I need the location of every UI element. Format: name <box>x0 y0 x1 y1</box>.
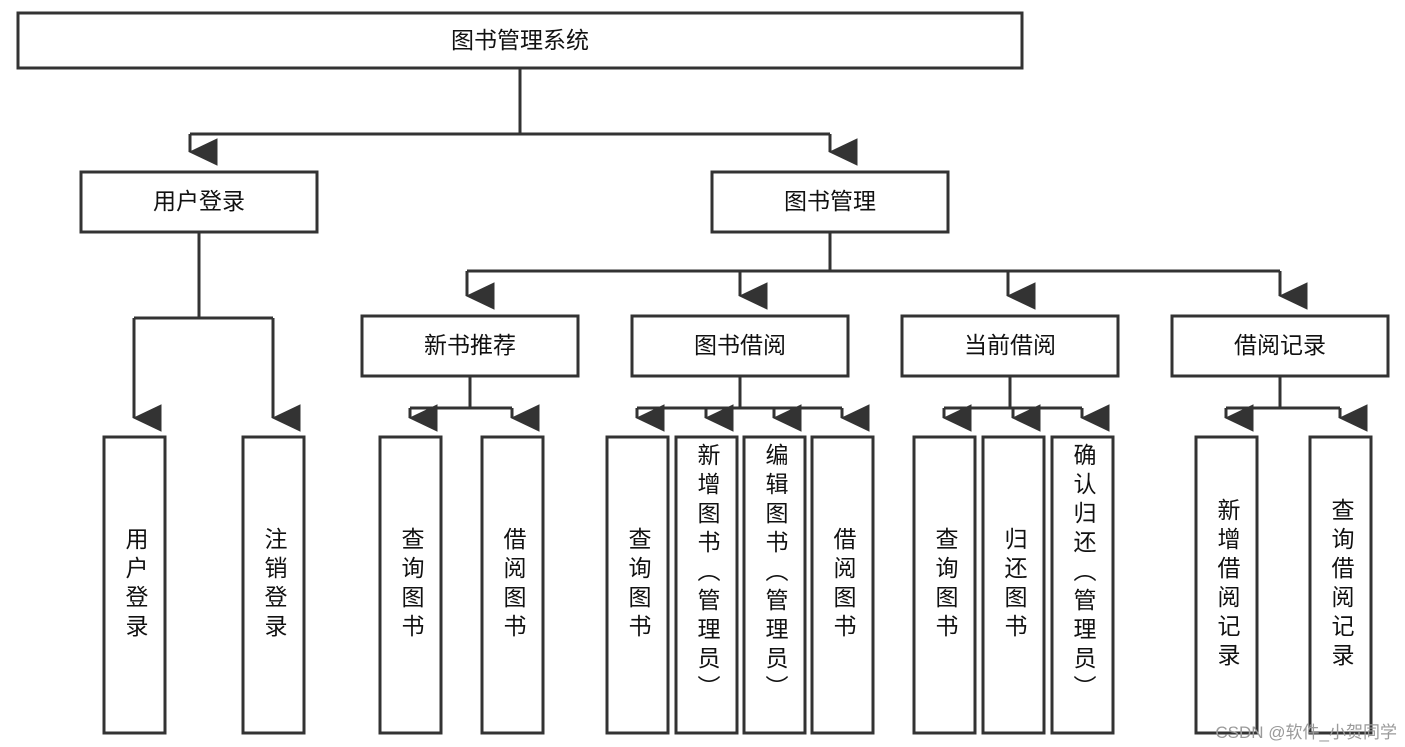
leaf-label-wrap: 注销登录 <box>261 527 287 643</box>
leaf-box[interactable] <box>674 435 739 735</box>
leaf-node[interactable]: 查询借阅记录 <box>1308 435 1373 735</box>
root-box[interactable] <box>16 11 1024 70</box>
leaf-node[interactable]: 新增借阅记录 <box>1194 435 1259 735</box>
current-borrow-box[interactable] <box>900 314 1120 378</box>
leaf-box[interactable] <box>480 435 545 735</box>
node-root[interactable]: 图书管理系统 <box>16 11 1024 70</box>
book-borrow-box[interactable] <box>630 314 850 378</box>
new-book-recommend-box[interactable] <box>360 314 580 378</box>
leaf-node[interactable]: 注销登录 <box>241 435 306 735</box>
leaf-label: 新增图书（管理员） <box>694 443 720 704</box>
leaf-node[interactable]: 借阅图书 <box>480 435 545 735</box>
connector-current-borrow-bus <box>944 377 1082 410</box>
node-book-manage[interactable]: 图书管理 <box>710 170 950 234</box>
leaf-box[interactable] <box>742 435 807 735</box>
leaf-label-wrap: 借阅图书 <box>500 527 526 643</box>
leaf-label-wrap: 借阅图书 <box>830 527 856 643</box>
node-book-borrow[interactable]: 图书借阅 <box>630 314 850 378</box>
leaf-label-wrap: 查询借阅记录 <box>1328 498 1354 672</box>
leaf-label: 查询图书 <box>625 527 651 643</box>
leaf-label: 编辑图书（管理员） <box>762 443 788 704</box>
leaf-label: 确认归还（管理员） <box>1070 443 1096 704</box>
leaf-label: 用户登录 <box>122 527 148 643</box>
node-borrow-record[interactable]: 借阅记录 <box>1170 314 1390 378</box>
leaf-node[interactable]: 查询图书 <box>378 435 443 735</box>
node-new-book-recommend[interactable]: 新书推荐 <box>360 314 580 378</box>
leaf-box[interactable] <box>981 435 1046 735</box>
leaf-box[interactable] <box>810 435 875 735</box>
node-current-borrow[interactable]: 当前借阅 <box>900 314 1120 378</box>
leaf-label-wrap: 用户登录 <box>122 527 148 643</box>
leaf-box[interactable] <box>241 435 306 735</box>
leaf-label-wrap: 查询图书 <box>625 527 651 643</box>
leaf-label: 注销登录 <box>261 527 287 643</box>
connector-book-manage-bus <box>467 233 1280 273</box>
leaf-label: 查询借阅记录 <box>1328 498 1354 672</box>
current-borrow-label: 当前借阅 <box>964 332 1056 358</box>
connector-root-bus <box>190 68 830 136</box>
connector-book-borrow-bus <box>637 377 842 410</box>
leaf-node[interactable]: 借阅图书 <box>810 435 875 735</box>
leaf-node[interactable]: 查询图书 <box>912 435 977 735</box>
leaf-label-wrap: 归还图书 <box>1001 527 1027 643</box>
leaf-node[interactable]: 用户登录 <box>102 435 167 735</box>
leaf-box[interactable] <box>1194 435 1259 735</box>
leaf-label-wrap: 编辑图书（管理员） <box>762 443 788 704</box>
leaf-label: 借阅图书 <box>830 527 856 643</box>
leaf-label: 新增借阅记录 <box>1214 498 1240 672</box>
leaf-box[interactable] <box>102 435 167 735</box>
user-login-label: 用户登录 <box>153 188 245 214</box>
leaf-box[interactable] <box>912 435 977 735</box>
leaf-node[interactable]: 确认归还（管理员） <box>1050 435 1115 735</box>
leaf-box[interactable] <box>605 435 670 735</box>
borrow-record-box[interactable] <box>1170 314 1390 378</box>
book-manage-label: 图书管理 <box>784 188 876 214</box>
leaf-node[interactable]: 归还图书 <box>981 435 1046 735</box>
leaf-node[interactable]: 查询图书 <box>605 435 670 735</box>
leaf-label-wrap: 查询图书 <box>398 527 424 643</box>
leaf-label-wrap: 新增图书（管理员） <box>694 443 720 704</box>
connector-layer <box>132 68 1368 432</box>
book-borrow-label: 图书借阅 <box>694 332 786 358</box>
leaf-box[interactable] <box>1050 435 1115 735</box>
connector-new-book-bus <box>410 377 512 410</box>
book-manage-box[interactable] <box>710 170 950 234</box>
leaf-label: 借阅图书 <box>500 527 526 643</box>
leaf-label-wrap: 查询图书 <box>932 527 958 643</box>
leaf-label: 归还图书 <box>1001 527 1027 643</box>
leaf-node[interactable]: 新增图书（管理员） <box>674 435 739 735</box>
new-book-recommend-label: 新书推荐 <box>424 332 516 358</box>
leaf-label-wrap: 新增借阅记录 <box>1214 498 1240 672</box>
leaf-label: 查询图书 <box>398 527 424 643</box>
user-login-box[interactable] <box>79 170 319 234</box>
leaf-node[interactable]: 编辑图书（管理员） <box>742 435 807 735</box>
leaf-box[interactable] <box>1308 435 1373 735</box>
root-label: 图书管理系统 <box>451 27 589 53</box>
borrow-record-label: 借阅记录 <box>1234 332 1326 358</box>
connector-borrow-record-bus <box>1226 377 1340 410</box>
node-user-login[interactable]: 用户登录 <box>79 170 319 234</box>
leaf-label: 查询图书 <box>932 527 958 643</box>
connector-user-login-bus <box>134 233 273 320</box>
leaf-box[interactable] <box>378 435 443 735</box>
leaf-label-wrap: 确认归还（管理员） <box>1070 443 1096 704</box>
